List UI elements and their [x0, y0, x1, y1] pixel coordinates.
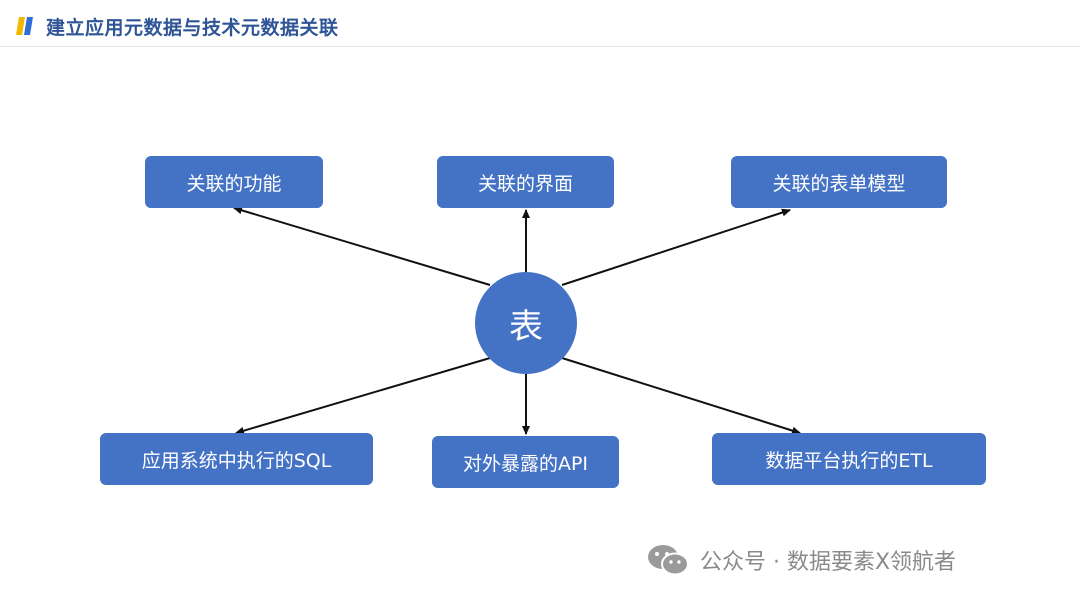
arrow-to-form-models: [561, 208, 791, 286]
node-exposed-api: 对外暴露的API: [432, 436, 619, 488]
arrow-to-sql: [235, 357, 491, 435]
arrow-to-etl: [561, 357, 801, 435]
node-related-interfaces: 关联的界面: [437, 156, 614, 208]
wechat-icon: [648, 545, 689, 576]
logo-icon: [16, 17, 33, 35]
slide-header: 建立应用元数据与技术元数据关联: [0, 0, 1080, 47]
page-title: 建立应用元数据与技术元数据关联: [46, 17, 339, 39]
arrow-to-functions: [233, 206, 491, 286]
center-node-table: 表: [475, 272, 577, 374]
watermark-text: 公众号 · 数据要素X领航者: [700, 550, 957, 575]
node-platform-etl: 数据平台执行的ETL: [712, 433, 986, 485]
node-related-functions: 关联的功能: [145, 156, 323, 208]
node-related-form-models: 关联的表单模型: [731, 156, 947, 208]
node-app-sql: 应用系统中执行的SQL: [100, 433, 373, 485]
watermark: 公众号 · 数据要素X领航者: [646, 540, 956, 580]
